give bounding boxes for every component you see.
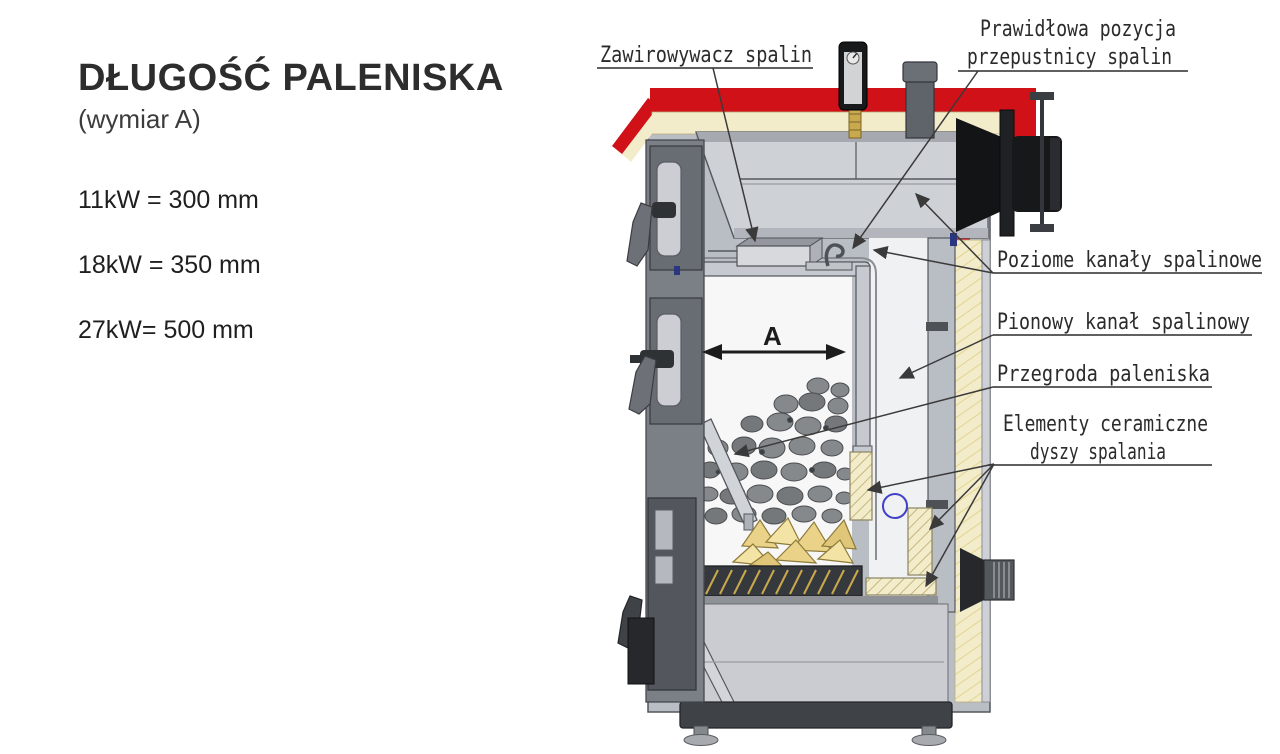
ceramic-nozzle-elements	[849, 451, 937, 596]
label-poziome: Poziome kanały spalinowe	[997, 248, 1262, 273]
adjustable-feet	[683, 725, 947, 746]
upper-door	[626, 145, 703, 271]
label-pionowy: Pionowy kanał spalinowy	[997, 310, 1250, 335]
label-przepustnica-2: przepustnicy spalin	[967, 45, 1172, 70]
dimension-letter: A	[763, 321, 782, 351]
air-inlet-marker	[882, 493, 908, 519]
spec-item-11kw: 11kW = 300 mm	[78, 185, 259, 214]
return-pipe-stub	[960, 548, 1015, 612]
base-bar	[679, 701, 953, 729]
exhaust-flue-outlet	[956, 92, 1062, 237]
boiler-body: A	[612, 41, 1062, 746]
top-pipe-stub	[902, 61, 938, 139]
middle-door	[628, 297, 703, 425]
lower-door	[617, 497, 697, 691]
flue-damper-handle	[805, 243, 853, 271]
upper-door-handle	[626, 202, 653, 267]
label-przegroda: Przegroda paleniska	[997, 362, 1210, 387]
callouts: Zawirowywacz spalin Prawidłowa pozycja p…	[597, 17, 1262, 588]
firebox-partition-plate	[698, 418, 758, 531]
dimension-arrow-a: A	[702, 321, 846, 360]
door-column	[617, 139, 705, 703]
spec-list: 11kW = 300 mm 18kW = 350 mm 27kW= 500 mm	[78, 187, 548, 343]
thermometer	[838, 41, 868, 139]
page-subtitle: (wymiar A)	[78, 103, 201, 134]
label-elementy-1: Elementy ceramiczne	[1003, 412, 1208, 437]
spec-item-27kw: 27kW= 500 mm	[78, 315, 254, 344]
smoke-chamber-horizontal-channels	[695, 131, 989, 239]
info-panel: DŁUGOŚĆ PALENISKA (wymiar A) 11kW = 300 …	[78, 57, 548, 382]
spec-item-18kw: 18kW = 350 mm	[78, 250, 261, 279]
grate	[685, 565, 863, 597]
label-elementy-2: dyszy spalania	[1030, 440, 1166, 465]
ash-chamber	[686, 596, 949, 707]
label-zawirowywacz: Zawirowywacz spalin	[600, 43, 812, 68]
page-title: DŁUGOŚĆ PALENISKA	[78, 57, 504, 99]
label-przepustnica-1: Prawidłowa pozycja	[980, 17, 1176, 42]
wood-pile	[731, 516, 857, 569]
middle-door-handle	[628, 355, 657, 415]
